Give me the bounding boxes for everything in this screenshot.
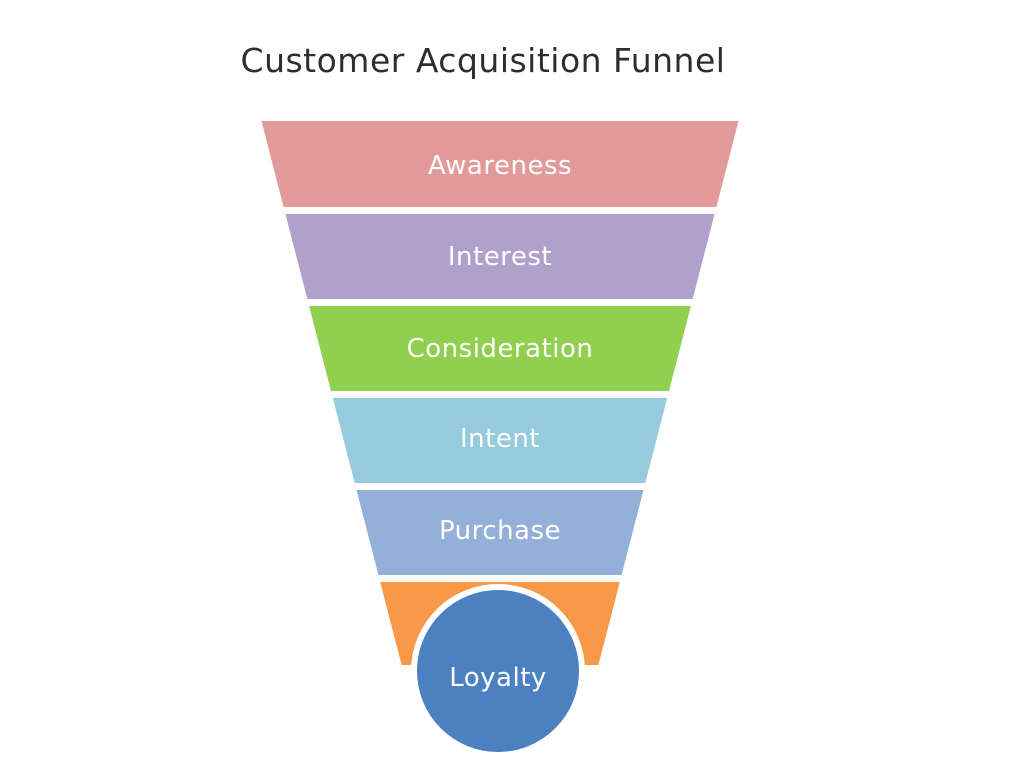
funnel-stage-awareness xyxy=(261,121,739,207)
stage-label-loyalty: Loyalty xyxy=(449,663,547,693)
funnel-stage-intent xyxy=(332,398,668,483)
stage-label-interest: Interest xyxy=(448,242,552,272)
stage-label-awareness: Awareness xyxy=(428,151,572,181)
funnel-stage-purchase xyxy=(356,490,644,575)
page-title: Customer Acquisition Funnel xyxy=(241,41,726,80)
stage-label-consideration: Consideration xyxy=(407,334,594,364)
stage-label-intent: Intent xyxy=(460,424,540,454)
loyalty-circle xyxy=(411,584,585,758)
funnel-stage-interest xyxy=(285,214,715,299)
funnel-stage-consideration xyxy=(309,306,691,391)
stage-label-purchase: Purchase xyxy=(439,516,561,546)
